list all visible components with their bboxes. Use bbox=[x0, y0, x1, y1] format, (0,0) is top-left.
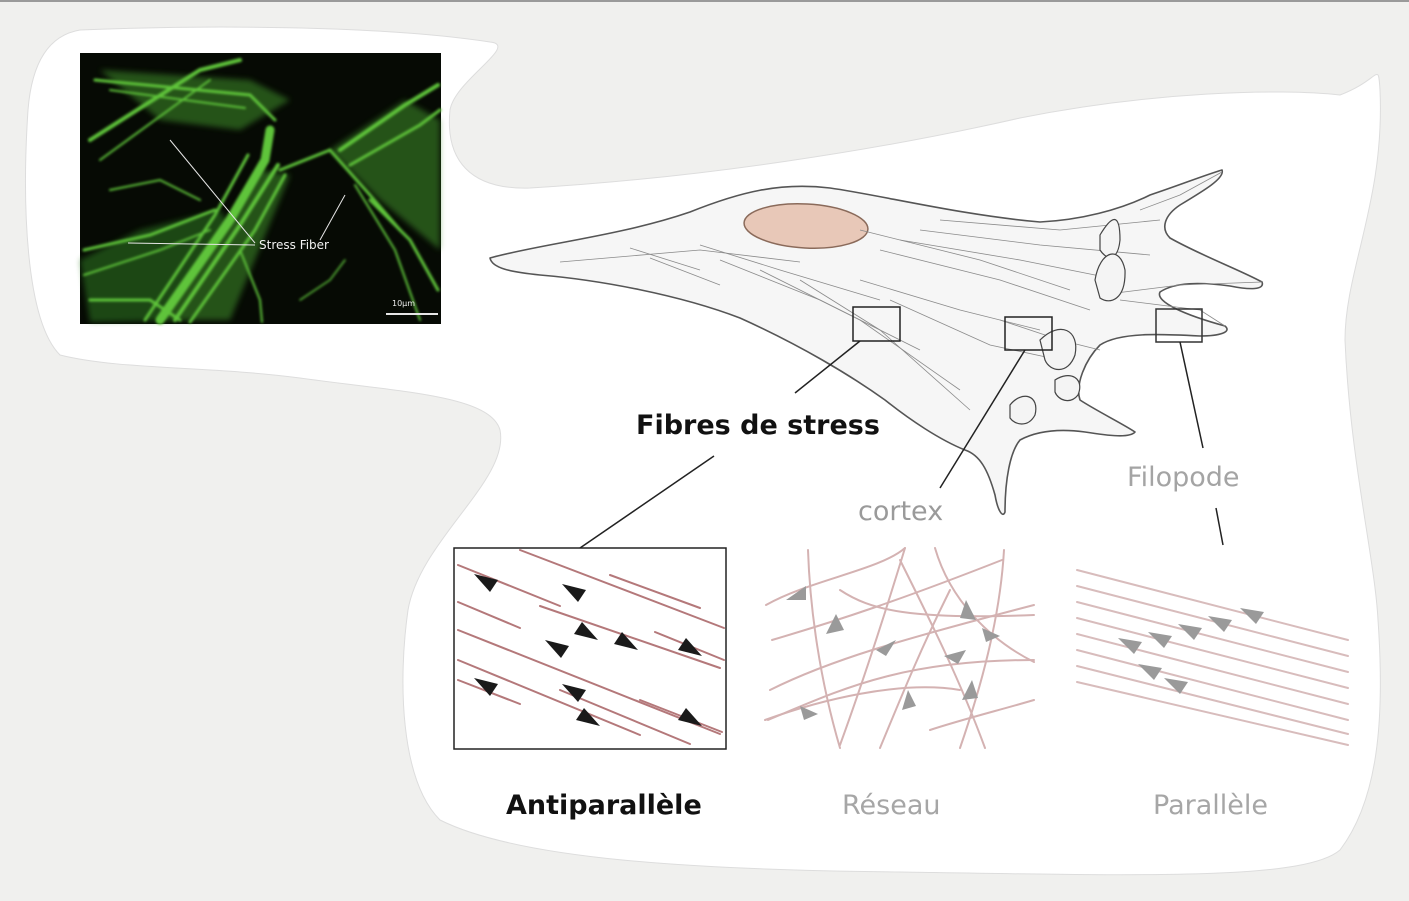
leader-lines bbox=[579, 340, 1224, 549]
cell-protrusions bbox=[1009, 218, 1126, 425]
cell-drawing bbox=[489, 169, 1264, 516]
network-panel bbox=[764, 547, 1035, 749]
network-label: Réseau bbox=[842, 790, 941, 821]
stress-fiber-callout-box bbox=[852, 306, 901, 342]
filopode-callout-box bbox=[1155, 308, 1203, 343]
cortex-callout-box bbox=[1004, 316, 1053, 351]
network-arrows bbox=[786, 586, 1000, 720]
stress-fibers-label: Fibres de stress bbox=[636, 410, 880, 441]
cell-outline bbox=[489, 169, 1264, 516]
parallel-label: Parallèle bbox=[1153, 790, 1268, 821]
micrograph-annotation: Stress Fiber bbox=[259, 238, 329, 252]
nucleus bbox=[743, 203, 869, 249]
antiparallel-panel bbox=[453, 547, 727, 750]
filopode-label: Filopode bbox=[1127, 462, 1240, 493]
antiparallel-arrows bbox=[474, 574, 702, 726]
parallel-panel bbox=[1076, 569, 1349, 746]
cell-fibers bbox=[559, 171, 1263, 411]
scale-bar-label: 10µm bbox=[392, 299, 416, 308]
antiparallel-label: Antiparallèle bbox=[506, 790, 702, 821]
parallel-arrows bbox=[1118, 608, 1264, 694]
top-border bbox=[0, 0, 1409, 2]
cortex-label: cortex bbox=[858, 496, 944, 527]
micrograph-image bbox=[80, 53, 442, 325]
